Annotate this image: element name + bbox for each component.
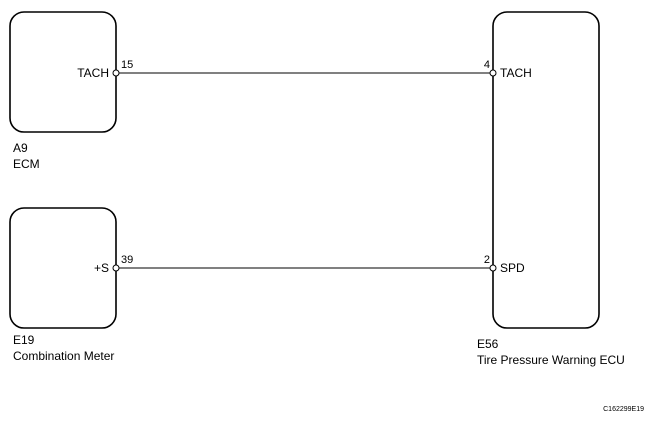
ecu-name: Tire Pressure Warning ECU (477, 353, 625, 367)
meter-pin-number: 39 (121, 254, 134, 266)
ecu-spd-terminal-label: SPD (500, 261, 525, 275)
ecu-spd-pin-number: 2 (483, 254, 490, 266)
ecu-connector-code: E56 (477, 337, 499, 351)
terminal-ecu-spd (489, 264, 497, 272)
meter-terminal-label: +S (93, 261, 109, 275)
meter-connector-code: E19 (13, 333, 35, 347)
terminal-meter-speed (112, 264, 120, 272)
terminal-ecu-tach (489, 69, 497, 77)
tire-pressure-ecu-box (492, 11, 600, 329)
ecm-connector-code: A9 (13, 141, 28, 155)
ecu-tach-pin-number: 4 (483, 59, 490, 71)
figure-code: C162299E19 (603, 406, 644, 413)
ecm-pin-number: 15 (121, 59, 134, 71)
terminal-ecm-tach (112, 69, 120, 77)
ecm-name: ECM (13, 157, 40, 171)
ecu-tach-terminal-label: TACH (500, 66, 532, 80)
meter-name: Combination Meter (13, 349, 115, 363)
ecm-terminal-label: TACH (77, 66, 109, 80)
